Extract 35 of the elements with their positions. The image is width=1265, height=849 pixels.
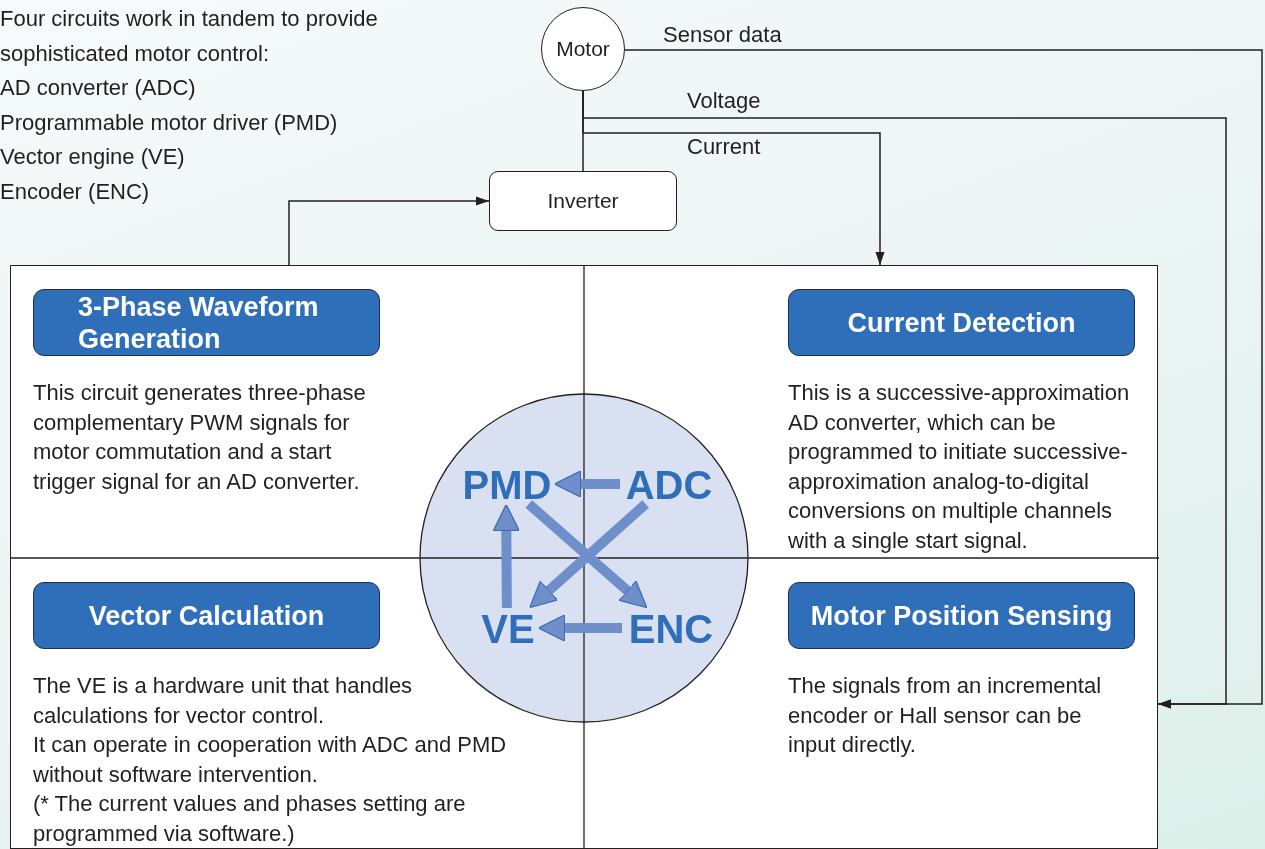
description-text: This circuit generates three-phase complementary PWM signals for motor commutation and a start trigger signal for an AD converter. [33, 379, 367, 496]
note-text: Vector engine (VE) [0, 143, 186, 171]
note-text: Programmable motor driver (PMD) [0, 109, 339, 137]
circuit-abbreviation: VE [477, 609, 539, 649]
heading-text: 3-Phase Waveform Generation [78, 290, 320, 355]
note-text: Four circuits work in tandem to provide sophisticated motor control: [0, 5, 379, 68]
description-text: The VE is a hardware unit that handles calculations for vector control. [33, 672, 414, 730]
description-text: It can operate in cooperation with ADC and PMD without software intervention. [33, 731, 508, 789]
heading-banner [788, 582, 1135, 649]
arrow [582, 90, 885, 266]
block-arrow [537, 614, 622, 642]
edge-label: Voltage [687, 89, 761, 113]
block-arrow [492, 503, 520, 609]
heading-text: Vector Calculation [88, 599, 325, 632]
arrow [288, 196, 490, 266]
circuit-abbreviation: PMD [459, 465, 555, 505]
note-text: AD converter (ADC) [0, 74, 197, 102]
panel-background [10, 265, 1158, 849]
heading-banner [33, 289, 380, 356]
heading-banner [33, 582, 380, 649]
description-text: (* The current values and phases setting are programmed via software.) [33, 790, 467, 848]
heading-text: Current Detection [847, 306, 1076, 339]
heading-text: Motor Position Sensing [810, 599, 1113, 632]
description-text: The signals from an incremental encoder or Hall sensor can be input directly. [788, 672, 1103, 759]
edge-label: Sensor data [663, 23, 782, 47]
circuit-abbreviation: ADC [621, 465, 717, 505]
node-label: Inverter [547, 189, 619, 213]
edge-label: Current [687, 135, 761, 159]
note-text: Encoder (ENC) [0, 178, 151, 206]
heading-banner [788, 289, 1135, 356]
description-text: This is a successive-approximation AD converter, which can be programmed to initiate successive-approximation analog-to-digital conversions on multiple channels with a single start signal. [788, 379, 1131, 555]
node-label: Motor [556, 37, 610, 61]
circuit-abbreviation: ENC [623, 609, 719, 649]
process-box [489, 171, 677, 231]
block-arrow [553, 470, 620, 498]
